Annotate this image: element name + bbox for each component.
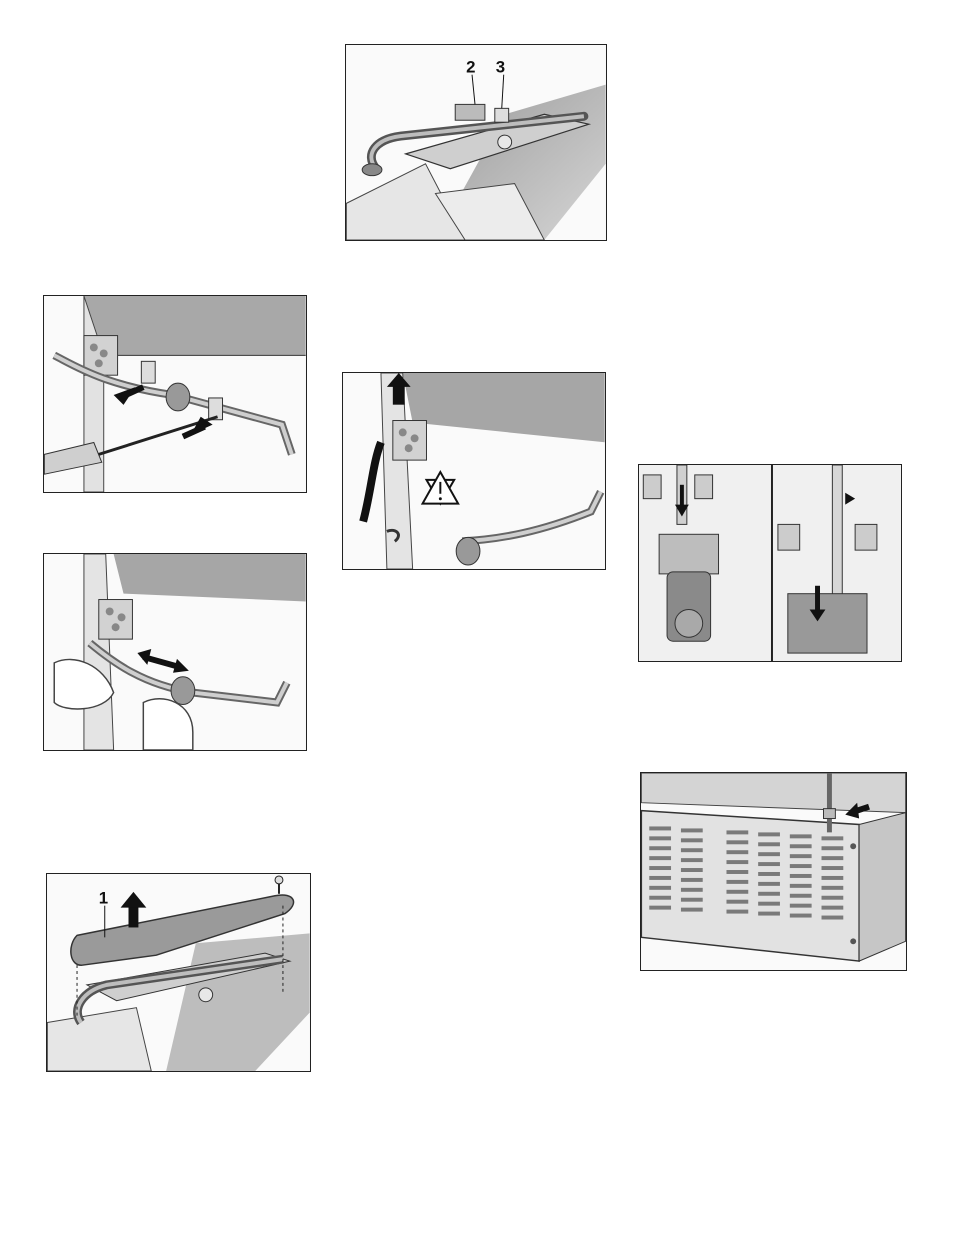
figure-hinge-wire-harness: 2 3 [345,44,607,241]
figure-valve-connection [638,464,902,662]
valve-connection-illustration [639,465,901,661]
figure-screwdriver-clamps [43,295,307,493]
cover-removal-illustration: 1 [47,874,310,1071]
base-grille-illustration [641,773,906,970]
hand-pipe-illustration [44,554,306,750]
callout-2: 2 [466,58,475,77]
callout-1: 1 [99,889,108,908]
screwdriver-clamps-illustration [44,296,306,492]
figure-cover-removal: 1 [46,873,311,1072]
callout-3: 3 [496,58,505,77]
figure-base-grille [640,772,907,971]
hinge-wire-harness-illustration: 2 3 [346,45,606,240]
figure-hand-pipe [43,553,307,751]
tube-warning-illustration [343,373,605,569]
figure-tube-warning [342,372,606,570]
